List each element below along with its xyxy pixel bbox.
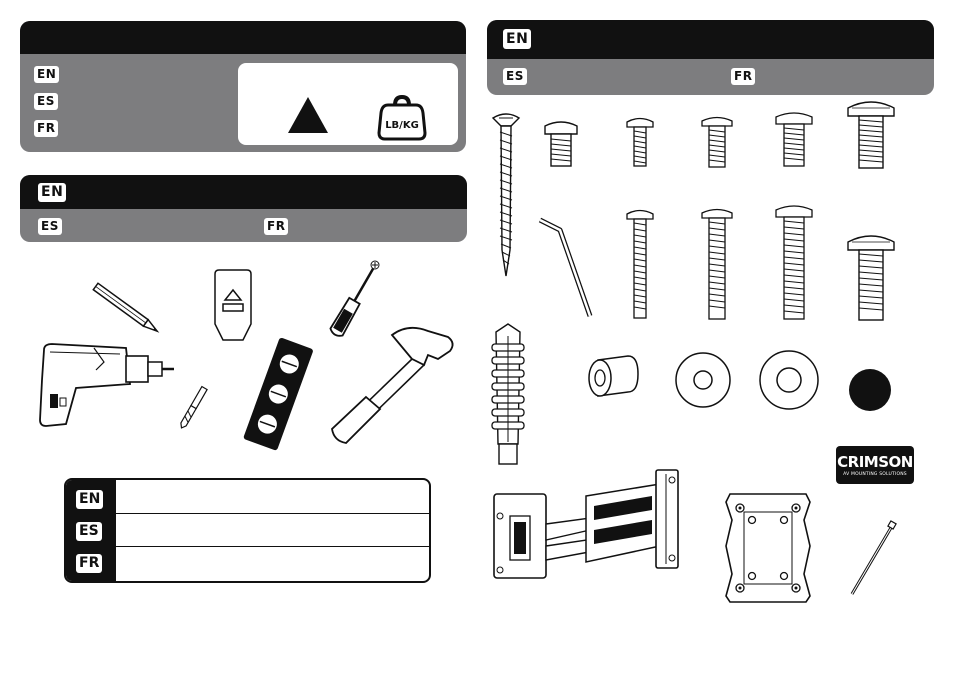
bolt-m4-short-icon xyxy=(626,117,654,167)
tools-lang-badge-fr: FR xyxy=(264,218,289,235)
weight-icon: LB/KG xyxy=(377,94,427,141)
bolt-m6-long-icon xyxy=(775,205,813,320)
warning-panel: EN ES FR LB/KG xyxy=(20,21,466,152)
crimson-logo-tagline: AV MOUNTING SOLUTIONS xyxy=(843,472,907,477)
hardware-lang-badge-en: EN xyxy=(503,29,532,49)
note-lang-badge-en: EN xyxy=(76,490,104,509)
note-box: EN ES FR xyxy=(64,478,431,583)
weight-icon-label: LB/KG xyxy=(385,120,419,131)
hardware-lang-badge-es: ES xyxy=(503,68,527,85)
pencil-icon xyxy=(92,282,160,333)
tools-lang-badge-es: ES xyxy=(38,218,62,235)
hardware-header-bar xyxy=(487,20,934,59)
bolt-m5-short-icon xyxy=(701,116,733,168)
short-bolt-icon xyxy=(544,121,578,167)
note-lang-badge-fr: FR xyxy=(76,554,103,573)
bolt-m8-long-icon xyxy=(847,235,895,321)
allen-key-icon xyxy=(538,217,593,317)
bolt-m6-short-icon xyxy=(775,112,813,167)
tools-lang-badge-en: EN xyxy=(38,183,67,202)
crimson-logo-name: CRIMSON xyxy=(837,453,913,471)
lang-badge-es: ES xyxy=(34,93,58,110)
bolt-m4-long-icon xyxy=(626,209,654,319)
screwdriver-icon xyxy=(329,260,380,337)
cable-tie-icon xyxy=(850,520,897,595)
adhesive-dot-icon xyxy=(849,369,891,411)
warning-icons-box: LB/KG xyxy=(238,63,458,145)
drill-icon xyxy=(39,343,174,427)
spacer-icon xyxy=(588,355,639,397)
lang-badge-en: EN xyxy=(34,66,60,83)
small-washer-icon xyxy=(675,352,731,408)
level-icon xyxy=(243,338,313,451)
tools-panel: EN ES FR xyxy=(20,175,467,242)
note-lang-badge-es: ES xyxy=(76,522,102,541)
drill-bit-icon xyxy=(180,385,208,429)
hardware-panel: EN ES FR xyxy=(487,20,934,95)
wall-anchor-icon xyxy=(491,323,525,465)
hammer-icon xyxy=(331,326,454,444)
warning-triangle-icon xyxy=(288,97,328,133)
large-washer-icon xyxy=(759,350,819,410)
bolt-m5-long-icon xyxy=(701,208,733,320)
lang-badge-fr: FR xyxy=(34,120,59,137)
note-divider-2 xyxy=(116,546,429,547)
hardware-lang-badge-fr: FR xyxy=(731,68,756,85)
note-divider-1 xyxy=(116,513,429,514)
wood-screw-icon xyxy=(491,113,521,277)
stud-finder-icon xyxy=(214,269,252,341)
articulating-arm-mount-icon xyxy=(493,469,679,579)
crimson-logo: CRIMSON AV MOUNTING SOLUTIONS xyxy=(836,446,914,484)
bolt-m8-short-icon xyxy=(847,101,895,169)
vesa-adapter-plate-icon xyxy=(725,493,811,603)
tools-header-bar xyxy=(20,175,467,209)
warning-header-bar xyxy=(20,21,466,54)
